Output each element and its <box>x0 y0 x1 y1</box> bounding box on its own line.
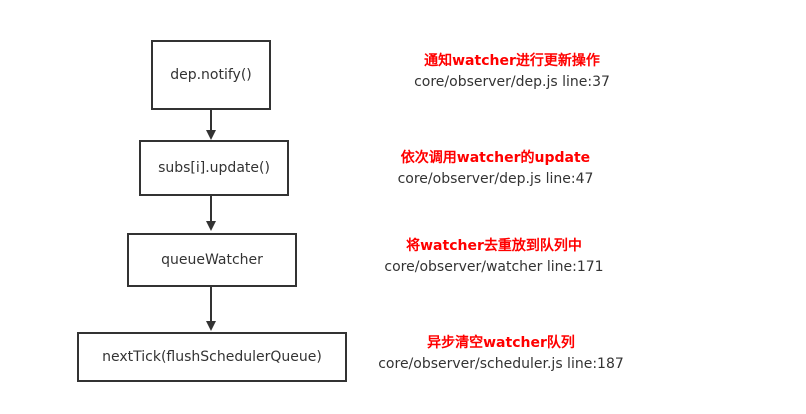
node-dep-notify: dep.notify() <box>151 40 271 110</box>
node-label: nextTick(flushSchedulerQueue) <box>102 349 322 365</box>
annotation-step-4: 异步清空watcher队列 core/observer/scheduler.js… <box>351 333 651 375</box>
annotation-path: core/observer/watcher line:171 <box>384 259 604 275</box>
annotation-path: core/observer/dep.js line:37 <box>414 74 610 90</box>
node-subs-update: subs[i].update() <box>139 140 289 196</box>
annotation-title: 将watcher去重放到队列中 <box>406 238 582 254</box>
annotation-path: core/observer/dep.js line:47 <box>397 171 594 187</box>
node-label: queueWatcher <box>161 252 263 268</box>
node-next-tick: nextTick(flushSchedulerQueue) <box>77 332 347 382</box>
annotation-step-3: 将watcher去重放到队列中 core/observer/watcher li… <box>350 236 638 278</box>
node-label: subs[i].update() <box>158 160 270 176</box>
node-label: dep.notify() <box>170 67 252 83</box>
annotation-title: 异步清空watcher队列 <box>427 335 575 351</box>
node-queue-watcher: queueWatcher <box>127 233 297 287</box>
annotation-path: core/observer/scheduler.js line:187 <box>378 356 624 372</box>
annotation-step-1: 通知watcher进行更新操作 core/observer/dep.js lin… <box>368 51 656 93</box>
annotation-title: 依次调用watcher的update <box>400 150 591 166</box>
annotation-title: 通知watcher进行更新操作 <box>424 53 600 69</box>
annotation-step-2: 依次调用watcher的update core/observer/dep.js … <box>368 148 623 190</box>
